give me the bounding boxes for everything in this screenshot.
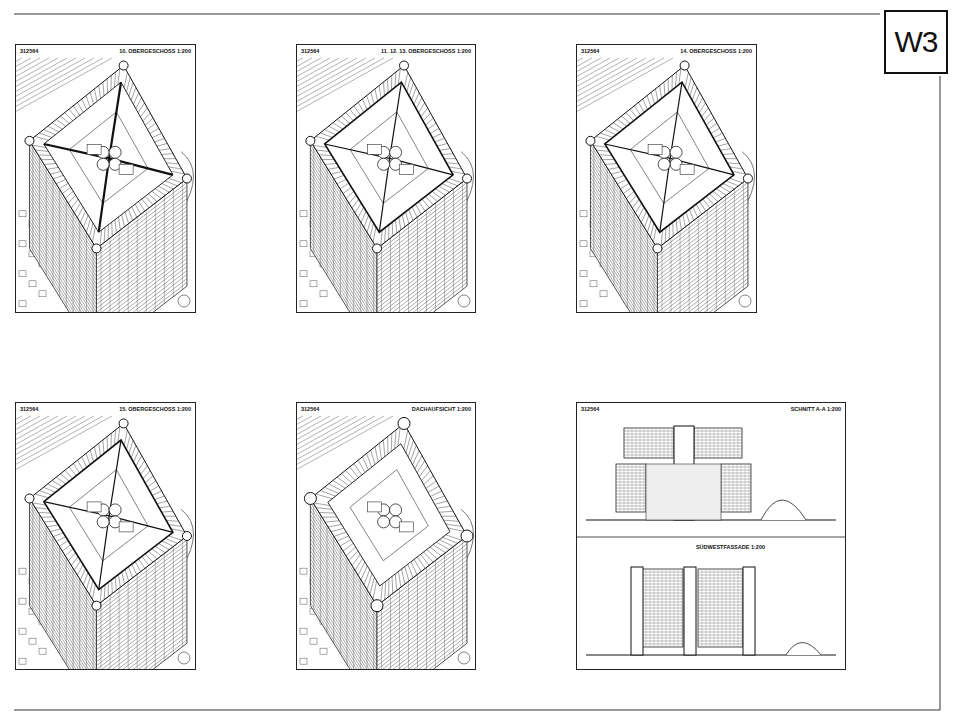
floor-plan-axonometric — [16, 58, 194, 312]
panel-header: 312564 DACHAUFSICHT 1:200 — [297, 403, 475, 415]
sheet-number-box: W3 — [884, 10, 948, 74]
project-number: 312564 — [20, 406, 38, 412]
drawing-title: SCHNITT A-A 1:200 — [791, 406, 841, 412]
floor-plan-axonometric — [577, 58, 755, 312]
panel-header: 312564 SCHNITT A-A 1:200 — [577, 403, 845, 415]
drawing-panel: 312564 15. OBERGESCHOSS 1:200 — [15, 402, 196, 670]
drawing-title: 15. OBERGESCHOSS 1:200 — [119, 406, 191, 412]
drawing-title: SÜDWESTFASSADE 1:200 — [696, 544, 765, 550]
drawing-panel: 312564 DACHAUFSICHT 1:200 — [296, 402, 476, 670]
floor-plan-axonometric — [297, 416, 474, 669]
sheet-number: W3 — [895, 25, 938, 59]
project-number: 312564 — [301, 48, 319, 54]
drawing-title: 14. OBERGESCHOSS 1:200 — [680, 48, 752, 54]
panel-header: 312564 15. OBERGESCHOSS 1:200 — [16, 403, 195, 415]
project-number: 312564 — [581, 406, 599, 412]
project-number: 312564 — [581, 48, 599, 54]
floor-plan-axonometric — [16, 416, 194, 669]
drawing-panel: 312564 SCHNITT A-A 1:200SÜDWESTFASSADE 1:… — [576, 402, 846, 670]
sheet-border — [940, 76, 941, 710]
drawing-panel: 312564 10. OBERGESCHOSS 1:200 — [15, 44, 196, 313]
project-number: 312564 — [301, 406, 319, 412]
floor-plan-axonometric — [297, 58, 474, 312]
project-number: 312564 — [20, 48, 38, 54]
panel-header: 312564 10. OBERGESCHOSS 1:200 — [16, 45, 195, 57]
panel-header: 312564 14. OBERGESCHOSS 1:200 — [577, 45, 756, 57]
drawing-panel: 312564 11. 12. 13. OBERGESCHOSS 1:200 — [296, 44, 476, 313]
section-and-facade — [576, 426, 846, 655]
sheet-border — [14, 14, 880, 15]
drawing-title: DACHAUFSICHT 1:200 — [412, 406, 471, 412]
drawing-title: 10. OBERGESCHOSS 1:200 — [119, 48, 191, 54]
axonometric-illustrations — [0, 58, 846, 713]
sheet-border — [14, 710, 940, 711]
panel-header: 312564 11. 12. 13. OBERGESCHOSS 1:200 — [297, 45, 475, 57]
drawing-panel: 312564 14. OBERGESCHOSS 1:200 — [576, 44, 757, 313]
drawing-title: 11. 12. 13. OBERGESCHOSS 1:200 — [381, 48, 471, 54]
